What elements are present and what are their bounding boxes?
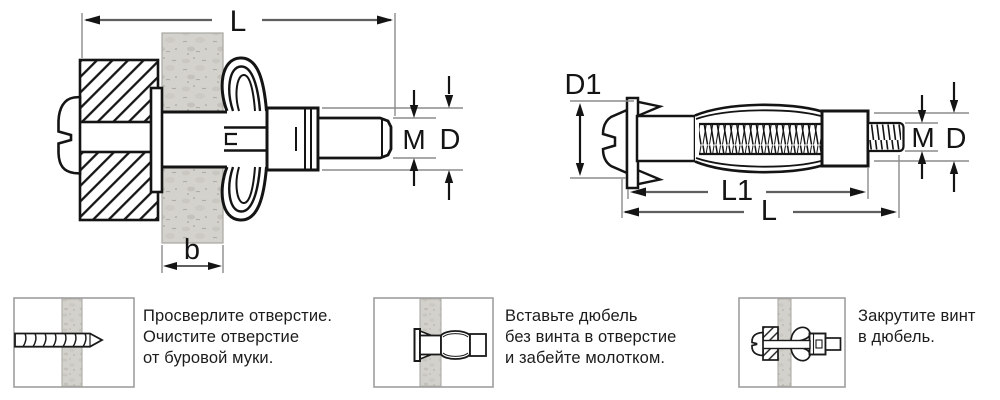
- anchor-tightened-icon: [751, 326, 842, 362]
- anchor-head: [601, 96, 665, 190]
- step-1-line-2: Очистите отверстие: [143, 328, 300, 346]
- dimension-label-L: L: [230, 5, 247, 38]
- dimension-label-L: L: [761, 195, 777, 227]
- step-2-illustration: [373, 297, 494, 388]
- dimension-diameter: D: [440, 76, 461, 200]
- expanding-section: [694, 103, 823, 174]
- anchor-sleeve: [820, 109, 870, 168]
- step-1-illustration: [13, 297, 135, 388]
- anchor-sleeve: [265, 106, 320, 172]
- dimension-length: L: [84, 5, 393, 38]
- anchor-flange: [149, 86, 164, 194]
- dimension-label-D: D: [946, 123, 967, 155]
- anchor-inserted-icon: [413, 328, 487, 362]
- anchor-body: [635, 114, 697, 163]
- step-2-text: Вставьте дюбель без винта в отверстие и …: [505, 306, 676, 369]
- dimension-thread: M: [911, 95, 935, 179]
- step-1-line-1: Просверлите отверстие.: [143, 307, 333, 325]
- step-1-text: Просверлите отверстие. Очистите отверсти…: [143, 306, 332, 369]
- step-2-line-3: и забейте молотком.: [505, 349, 666, 367]
- dimension-wall-thickness: b: [163, 234, 222, 270]
- dimension-label-M: M: [911, 122, 934, 153]
- screw-head: [57, 95, 82, 175]
- screw-head-profile: [601, 108, 629, 175]
- step-2-line-1: Вставьте дюбель: [505, 307, 638, 325]
- dimension-label-L1: L1: [721, 175, 753, 207]
- dimension-body-length: L1: [630, 175, 866, 207]
- step-3-line-1: Закрутите винт: [858, 307, 976, 325]
- dimension-label-M: M: [402, 124, 425, 155]
- step-2-line-2: без винта в отверстие: [505, 328, 677, 346]
- step-3-text: Закрутите винт в дюбель.: [858, 306, 976, 348]
- anchor-wings: [220, 56, 268, 222]
- threaded-stud: [866, 121, 905, 153]
- step-1-line-3: от буровой муки.: [143, 349, 274, 367]
- dimension-label-D1: D1: [564, 69, 601, 101]
- threaded-stud: [316, 116, 393, 160]
- anchor-dimensions-diagram: D1 M D L1: [564, 69, 969, 227]
- dimension-label-D: D: [440, 124, 461, 156]
- dimension-label-b: b: [184, 234, 200, 266]
- screw-head: [751, 331, 764, 357]
- dimension-head-diameter: D1: [564, 69, 602, 176]
- extension-lines: [81, 13, 463, 273]
- step-3-illustration: [738, 297, 846, 388]
- dimension-length: L: [623, 195, 897, 227]
- dimension-thread: M: [402, 90, 426, 186]
- dimension-diameter: D: [946, 82, 967, 192]
- screw-shaft: [760, 339, 811, 350]
- step-3-line-2: в дюбель.: [858, 328, 935, 346]
- drill-bit-icon: [14, 332, 104, 348]
- installed-anchor-diagram: L M D b: [57, 5, 463, 273]
- anchor-body: [158, 110, 227, 169]
- screw-shaft: [72, 120, 156, 154]
